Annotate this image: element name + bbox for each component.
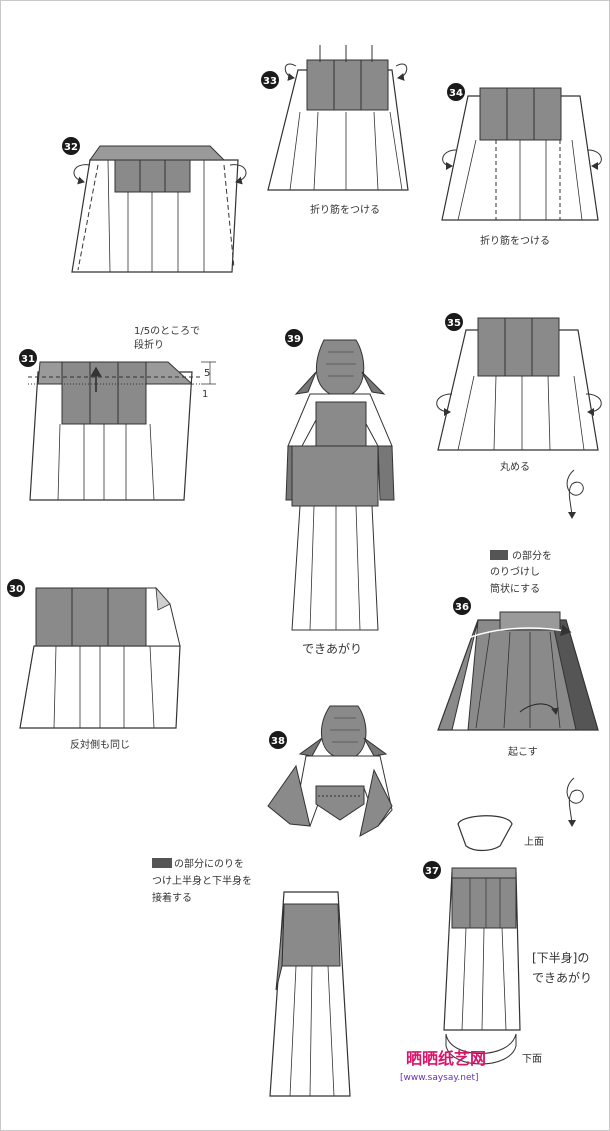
step-30: 30 反対側も同じ — [7, 579, 180, 751]
step-caption: 1/5のところで — [134, 325, 200, 337]
step-number: 36 — [455, 602, 469, 613]
bottom-view-label: 下面 — [522, 1054, 542, 1065]
rotate-arrow-icon — [567, 470, 583, 518]
step-38: 38 の部分にのりを つけ上半身と下半身を 接着する — [152, 706, 392, 1096]
step-caption: 反対側も同じ — [70, 738, 130, 751]
step-35: 35 丸める — [437, 313, 602, 518]
step-caption: 段折り — [134, 338, 164, 351]
step-number: 38 — [271, 736, 285, 747]
step-number: 37 — [425, 866, 439, 877]
step-37: 上面 下面 37 [下半身]の できあがり — [423, 816, 592, 1065]
step-note: 接着する — [152, 891, 192, 904]
result-caption: できあがり — [532, 970, 592, 985]
step-caption: 起こす — [508, 746, 538, 758]
step-32: 32 — [62, 137, 246, 272]
step-caption: できあがり — [302, 641, 362, 656]
glue-area-swatch — [152, 858, 172, 868]
step-33: 33 折り筋をつける — [261, 45, 408, 216]
step-34: 34 折り筋をつける — [442, 83, 601, 247]
step-note: の部分を — [512, 549, 552, 562]
watermark-url: [www.saysay.net] — [400, 1073, 479, 1083]
step-number: 32 — [64, 142, 78, 153]
watermark-title: 晒晒纸艺网 — [406, 1049, 486, 1068]
step-caption: 折り筋をつける — [480, 234, 550, 247]
step-number: 34 — [449, 88, 463, 99]
step-note: 筒状にする — [490, 582, 540, 595]
step-caption: 丸める — [500, 460, 530, 473]
step-note: つけ上半身と下半身を — [152, 874, 252, 887]
result-caption: [下半身]の — [532, 950, 589, 965]
step-number: 35 — [447, 318, 461, 329]
step-number: 30 — [9, 584, 23, 595]
step-caption: 折り筋をつける — [310, 203, 380, 216]
step-number: 31 — [21, 354, 35, 365]
measure-mark: 5 — [204, 368, 210, 379]
measure-mark: 1 — [202, 389, 208, 400]
top-view-label: 上面 — [524, 836, 544, 848]
glue-area-swatch — [490, 550, 508, 560]
rotate-arrow-icon — [567, 778, 583, 826]
step-39: 39 できあがり — [285, 329, 394, 656]
step-31: 5 1 31 1/5のところで 段折り — [19, 325, 216, 500]
step-number: 39 — [287, 334, 301, 345]
step-36: の部分を のりづけし 筒状にする 36 起こす — [438, 549, 598, 826]
step-number: 33 — [263, 76, 277, 87]
step-note: のりづけし — [490, 566, 540, 578]
watermark: 晒晒纸艺网 [www.saysay.net] — [400, 1049, 486, 1083]
step-note: の部分にのりを — [174, 857, 244, 870]
